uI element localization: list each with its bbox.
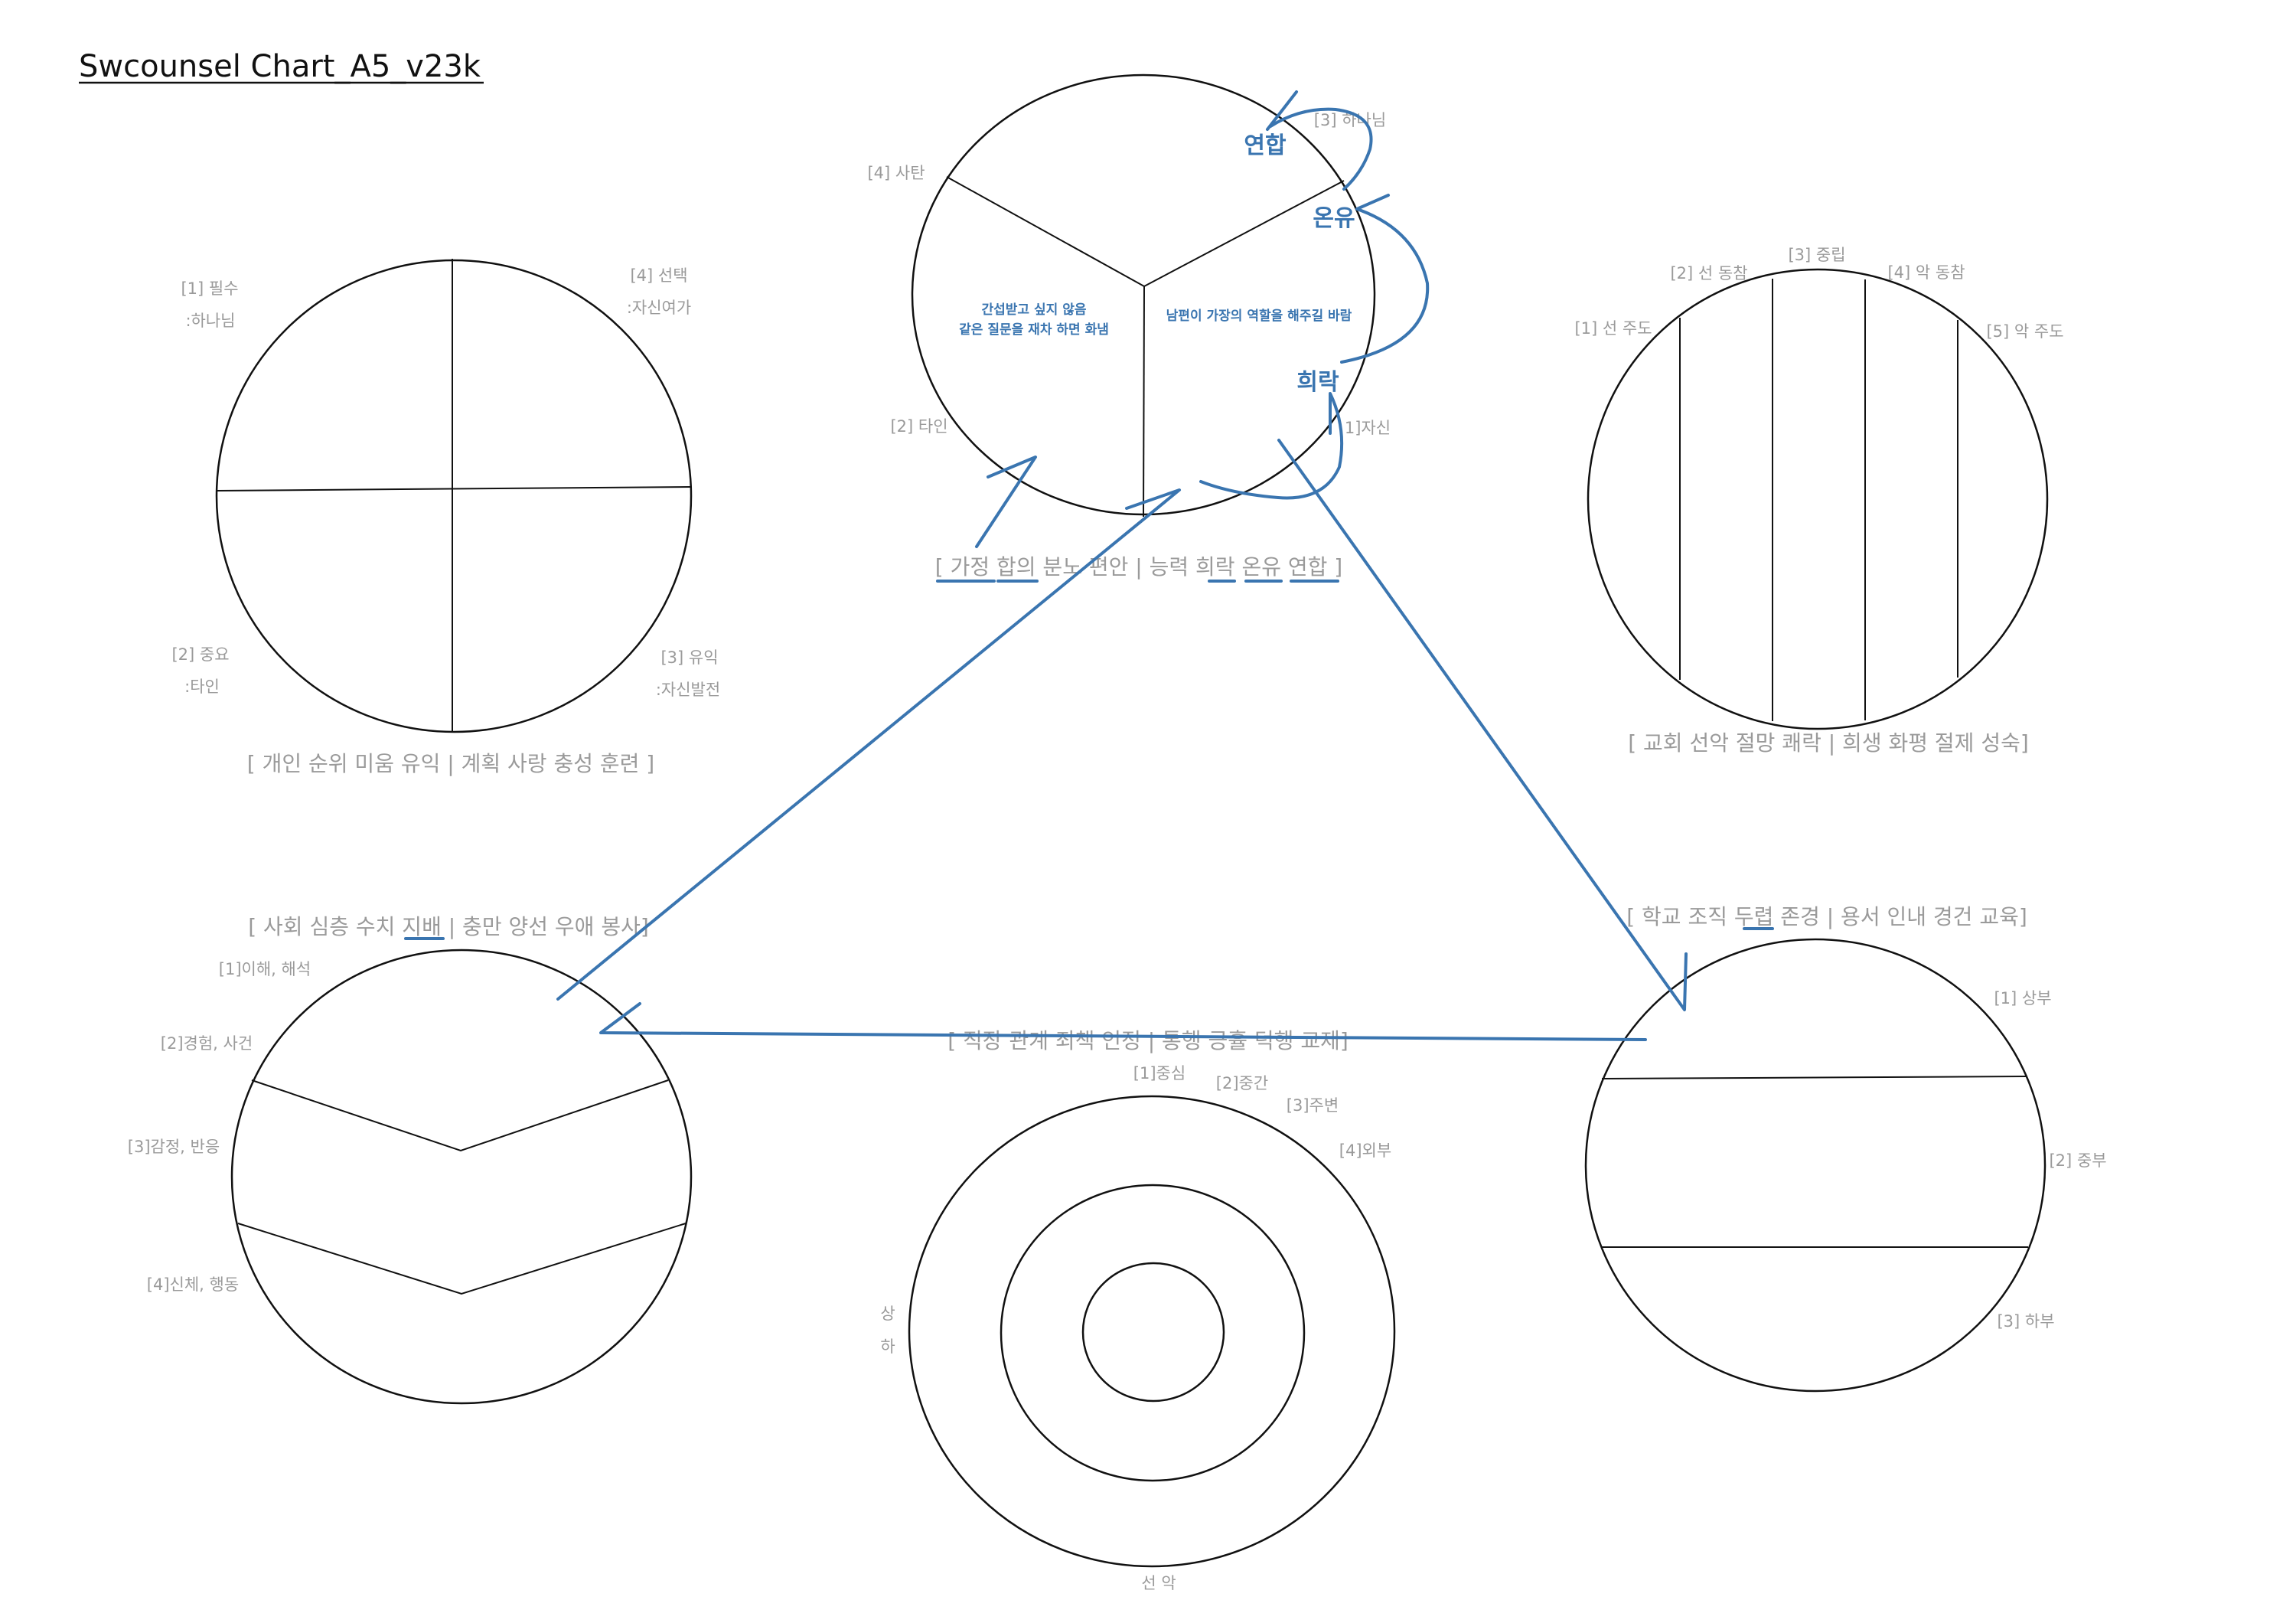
workplace-inner-ring [1081, 1262, 1225, 1403]
workplace-label-1: [1]중심 [1133, 1064, 1186, 1083]
school-circle [1584, 938, 2047, 1393]
arrow-to-huirak [1199, 392, 1344, 500]
school-label-3: [3] 하부 [1997, 1312, 2054, 1331]
family-note-2: 같은 질문을 재차 하면 화냄 [959, 322, 1109, 338]
personal-circle [215, 259, 693, 733]
personal-label-2: [2] 중요 [171, 645, 229, 664]
personal-label-4-sub: :자신여가 [627, 299, 691, 317]
arrow-family-to-school [1277, 439, 1688, 1011]
workplace-axis-top: 상 [880, 1305, 895, 1323]
school-divider-1 [1601, 1076, 2027, 1079]
annotation-arrows [556, 90, 1688, 1041]
church-circle [1587, 268, 2049, 730]
church-diagram: [1] 선 주도 [2] 선 동참 [3] 중립 [4] 악 동참 [5] 악 … [1574, 246, 2063, 756]
church-caption: [ 교회 선악 절망 쾌락 | 희생 화평 절제 성숙] [1628, 730, 2029, 756]
society-label-4: [4]신체, 행동 [147, 1275, 239, 1294]
school-label-2: [2] 중부 [2049, 1151, 2106, 1170]
society-label-1: [1]이해, 해석 [219, 960, 311, 978]
society-diagram: [1]이해, 해석 [2]경험, 사건 [3]감정, 반응 [4]신체, 행동 … [128, 914, 693, 1405]
school-caption: [ 학교 조직 두렵 존경 | 용서 인내 경건 교육] [1626, 904, 2027, 929]
keyword-yeonhap: 연합 [1244, 132, 1287, 159]
workplace-middle-ring [1000, 1184, 1306, 1482]
arrow-society-to-family [556, 488, 1181, 1001]
workplace-outer-ring [908, 1095, 1396, 1568]
keyword-onyu: 온유 [1313, 205, 1355, 232]
workplace-caption: [ 직장 관계 죄책 인정 | 통행 긍휼 덕행 교제] [947, 1028, 1349, 1053]
workplace-axis-bottom: 하 [880, 1337, 895, 1356]
family-lower-divider [1143, 286, 1145, 518]
keyword-huirak: 희락 [1296, 369, 1339, 396]
personal-label-1-sub: :하나님 [185, 312, 235, 330]
personal-label-3: [3] 유익 [660, 648, 718, 667]
family-caption: [ 가정 합의 분노 편안 | 능력 희락 온유 연합 ] [935, 554, 1342, 580]
personal-label-3-sub: :자신발전 [656, 681, 720, 699]
school-diagram: [1] 상부 [2] 중부 [3] 하부 [ 학교 조직 두렵 존경 | 용서 … [1584, 904, 2107, 1393]
school-label-1: [1] 상부 [1994, 989, 2051, 1007]
arrow-school-to-society [599, 1002, 1647, 1041]
family-note-3: 남편이 가장의 역할을 해주길 바람 [1166, 308, 1352, 324]
workplace-label-2: [2]중간 [1216, 1074, 1268, 1092]
church-label-2: [2] 선 동참 [1670, 264, 1747, 282]
family-label-4: [4] 사탄 [867, 164, 925, 182]
society-chevron-1 [251, 1079, 669, 1152]
arrow-to-onyu [1340, 194, 1430, 364]
personal-label-2-sub: :타인 [184, 678, 220, 696]
family-note-1: 간섭받고 싶지 않음 [982, 302, 1087, 318]
church-label-5: [5] 악 주도 [1986, 322, 2063, 341]
church-label-4: [4] 악 동참 [1887, 263, 1965, 282]
family-label-1: 1]자신 [1345, 419, 1391, 437]
arrow-to-other [975, 456, 1037, 548]
society-caption: [ 사회 심층 수치 지배 | 충만 양선 우애 봉사] [248, 914, 649, 939]
society-label-2: [2]경험, 사건 [161, 1034, 253, 1053]
workplace-label-3: [3]주변 [1287, 1096, 1339, 1115]
personal-horizontal-divider [216, 486, 692, 491]
workplace-diagram: [1]중심 [2]중간 [3]주변 [4]외부 상 하 선 악 [ 직장 관계 … [880, 1028, 1396, 1592]
family-label-2: [2] 타인 [890, 417, 947, 436]
personal-label-4: [4] 선택 [630, 266, 687, 285]
personal-caption: [ 개인 순위 미움 유익 | 계획 사랑 충성 훈련 ] [247, 751, 654, 776]
society-label-3: [3]감정, 반응 [128, 1138, 220, 1156]
workplace-axis-horizontal: 선 악 [1141, 1574, 1176, 1592]
church-label-1: [1] 선 주도 [1574, 319, 1652, 338]
personal-diagram: [1] 필수 :하나님 [4] 선택 :자신여가 [2] 중요 :타인 [3] … [171, 259, 720, 776]
society-circle [230, 949, 693, 1405]
society-chevron-2 [237, 1223, 687, 1295]
personal-label-1: [1] 필수 [181, 279, 238, 298]
page-title: Swcounsel Chart_A5_v23k [79, 49, 481, 84]
church-label-3: [3] 중립 [1788, 246, 1845, 264]
arrow-to-yeonhap [1266, 90, 1373, 191]
workplace-label-4: [4]외부 [1339, 1141, 1391, 1160]
